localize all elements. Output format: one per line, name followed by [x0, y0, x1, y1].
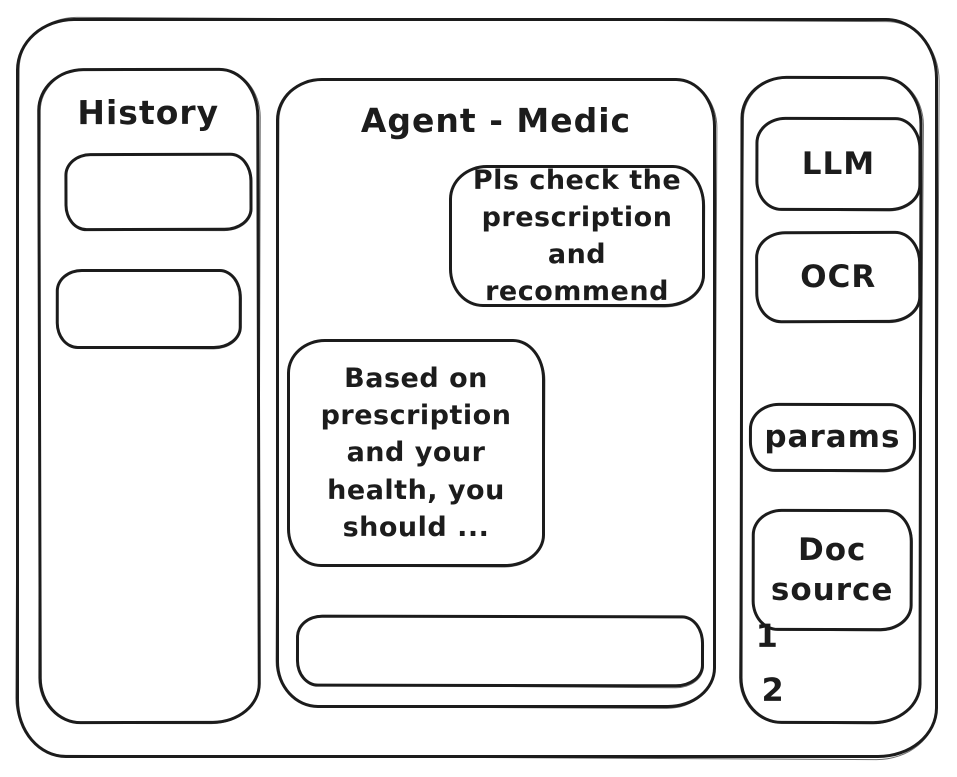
- history-panel: History: [37, 67, 261, 725]
- doc-source-button[interactable]: Doc source: [751, 508, 913, 632]
- params-button-label: params: [764, 419, 901, 456]
- chat-panel-title: Agent - Medic: [360, 101, 632, 140]
- tools-panel: LLM OCR params Doc source 1 2: [739, 75, 923, 725]
- llm-button[interactable]: LLM: [755, 116, 922, 212]
- doc-source-item-2[interactable]: 2: [761, 670, 784, 709]
- ocr-button[interactable]: OCR: [755, 230, 922, 324]
- history-panel-title: History: [77, 92, 220, 133]
- params-button[interactable]: params: [748, 402, 916, 473]
- chat-message-user: Pls check the prescription and recommend: [449, 165, 705, 307]
- history-item[interactable]: [55, 268, 242, 350]
- chat-message-assistant: Based on prescription and your health, y…: [287, 339, 545, 567]
- message-input[interactable]: [295, 614, 705, 688]
- doc-source-item-1[interactable]: 1: [755, 616, 778, 655]
- chat-panel: Agent - Medic Pls check the prescription…: [276, 78, 716, 708]
- llm-button-label: LLM: [801, 145, 876, 182]
- doc-source-button-label: Doc source: [770, 531, 894, 609]
- history-item[interactable]: [64, 152, 253, 232]
- ocr-button-label: OCR: [800, 258, 877, 295]
